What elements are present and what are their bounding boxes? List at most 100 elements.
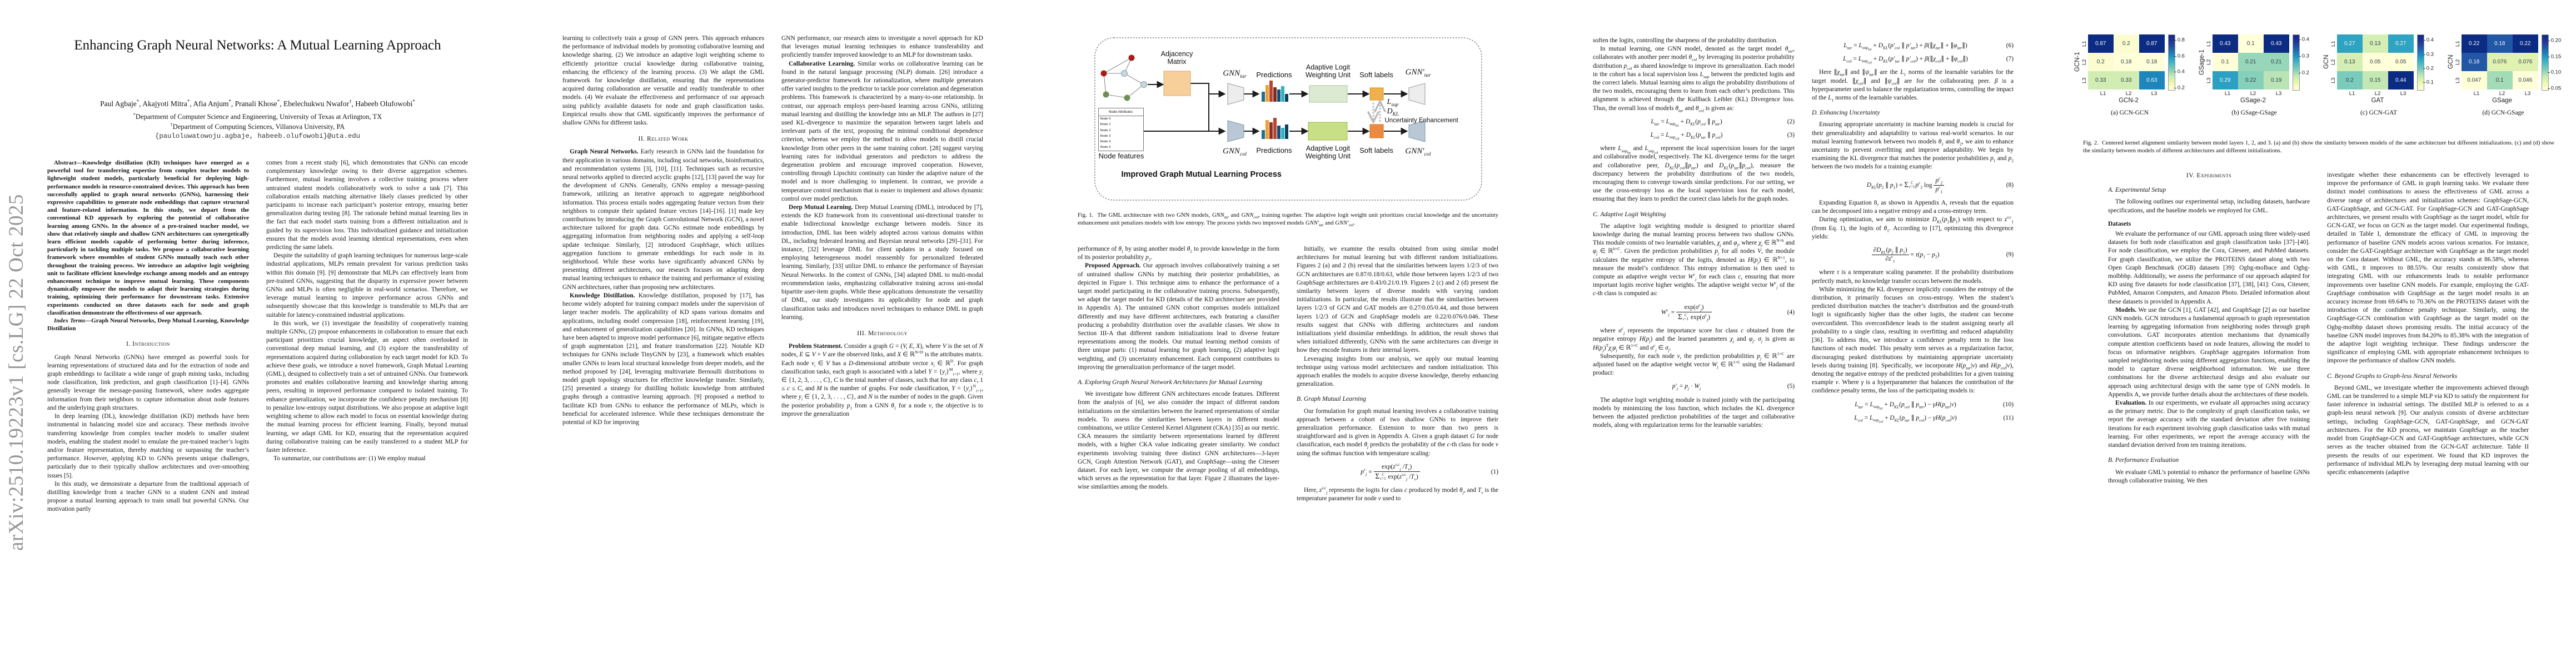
heatmap-cell: 0.2 (2336, 71, 2363, 89)
node-table-row: Node 4 (1100, 140, 1111, 144)
page1-left-column: Abstract—Knowledge distillation (KD) tec… (47, 159, 249, 605)
equation: Ltar = Lsuptar + DKL(pcol ∥ ptar) − γH(p… (1855, 401, 2014, 411)
heatmap-cell: 0.22 (2512, 34, 2538, 53)
affiliation-2: †Department of Computing Sciences, Villa… (170, 122, 345, 131)
heatmap-cell: 0.05 (2362, 53, 2388, 71)
heatmap-cell: 0.1 (2212, 53, 2238, 71)
section-heading: III. Methodology (857, 329, 908, 337)
colorbar (2168, 34, 2175, 91)
soft-labels-bottom-label: Soft labels (1359, 146, 1393, 155)
heatmap-cell: 0.18 (2113, 53, 2139, 71)
node-table-row: Node 1 (1100, 123, 1111, 127)
page5-right-column: investigate whether these enhancements c… (2327, 171, 2529, 605)
page2-right-column: GNN performance, our research aims to in… (781, 34, 983, 605)
lsup-label: Lsup (1387, 98, 1399, 107)
heatmap-cell: 0.18 (2461, 53, 2487, 71)
heatmap-cell: 0.43 (2212, 34, 2238, 53)
heatmap-cell: 0.87 (2087, 34, 2114, 53)
paragraph: In this study, we demonstrate a departur… (47, 480, 249, 513)
heatmap-cell: 0.047 (2461, 71, 2487, 89)
paragraph: where Lsuptar and Lsupcol represent the … (1593, 145, 1795, 203)
adjacency-matrix-box (1163, 71, 1190, 96)
paragraph: While minimizing the KL divergence impli… (1812, 286, 2014, 395)
gnn-col-out-trapezoid (1408, 120, 1425, 142)
gnn-tar-trapezoid (1227, 83, 1244, 105)
colorbar (2416, 34, 2424, 91)
paragraph: Here ∥χtar∥ and ∥ψtar∥ are the L1 norms … (1812, 69, 2014, 103)
colorbar-tick (2174, 40, 2176, 41)
heatmap-cell: 0.076 (2512, 53, 2538, 71)
paragraph: Here, zv,cj represents the logits for cl… (1297, 485, 1498, 502)
process-label: Improved Graph Mutual Learning Process (1121, 170, 1282, 179)
figure-1-shapes (1094, 37, 1482, 201)
paragraph: Graph Neural Networks. Early research in… (562, 148, 764, 291)
heatmap-subcaption: (c) GCN-GAT (2360, 109, 2398, 116)
heatmap-ytick: L3 (2205, 77, 2212, 83)
paragraph: investigate whether these enhancements c… (2327, 172, 2529, 365)
heatmap-xlabel: GAT (2371, 97, 2384, 104)
paragraph: Index Terms—Graph Neural Networks, Deep … (47, 317, 249, 332)
figure-2-caption: Fig. 2. Centered kernel alignment simila… (2083, 140, 2554, 154)
page4-left-column: soften the logits, controlling the sharp… (1593, 37, 1795, 605)
soft-labels-box-top (1369, 87, 1383, 101)
heatmap-cell: 0.05 (2388, 53, 2414, 71)
alw-box-bottom (1308, 122, 1347, 141)
flow-lines (1143, 81, 1408, 135)
node-table-row: Node 5 (1100, 146, 1111, 150)
heatmap-cell: 0.2 (2113, 34, 2139, 53)
paragraph: Initially, we examine the results obtain… (1297, 246, 1498, 354)
gnn-col-trapezoid (1227, 120, 1244, 142)
dashed-border (1094, 37, 1482, 201)
heatmap-xlabel: GSage (2492, 97, 2512, 104)
node-table-row: Node 0 (1100, 117, 1111, 121)
heatmap-ytick: L1 (2205, 41, 2212, 47)
heatmap-cell: 0.63 (2139, 71, 2165, 89)
colorbar-tick-label: 0.20 (2550, 37, 2562, 44)
alw-box-top (1309, 85, 1347, 103)
heatmap-cell: 0.21 (2238, 53, 2264, 71)
page3-right-column: Initially, we examine the results obtain… (1297, 245, 1498, 605)
heatmap-ytick: L1 (2454, 41, 2461, 47)
paragraph: Models. We use the GCN [1], GAT [42], an… (2108, 306, 2310, 398)
heatmap-cell: 0.33 (2087, 71, 2114, 89)
page3-left-column: performance of θ1 by using another model… (1078, 245, 1279, 605)
heatmap-xtick: L3 (2151, 91, 2158, 97)
heatmap-subcaption: (b) GSage-GSage (2231, 109, 2277, 116)
heatmap-ytick: L3 (2454, 77, 2461, 83)
heatmap-xlabel: GCN-2 (2119, 97, 2139, 104)
paragraph: Despite the suitability of graph learnin… (266, 252, 468, 318)
soft-labels-top-label: Soft labels (1359, 71, 1393, 79)
paragraph: The adaptive logit weighting module is t… (1593, 396, 1795, 429)
heatmap-cell: 0.22 (2461, 34, 2487, 53)
equation: p′j = pj · Wj(5) (1672, 383, 1795, 391)
paragraph: To summarize, our contributions are: (1)… (273, 455, 426, 462)
paragraph: We evaluate GML’s potential to enhance t… (2108, 469, 2310, 484)
heatmap-cell: 0.13 (2336, 53, 2363, 71)
heatmap-ylabel: GCN (2323, 54, 2330, 69)
heatmap-cell: 0.44 (2388, 71, 2414, 89)
page-4: soften the logits, controlling the sharp… (1546, 0, 2061, 667)
paragraph: Graph Neural Networks (GNNs) have emerge… (47, 354, 249, 411)
subsection-heading: A. Exploring Graph Neural Network Archit… (1078, 379, 1263, 386)
heatmap-cell: 0.29 (2212, 71, 2238, 89)
paragraph: We investigate how different GNN archite… (1078, 391, 1279, 491)
paragraph: Subsequently, for each node v, the predi… (1593, 351, 1795, 377)
heatmap-xlabel: GSage-2 (2240, 97, 2266, 104)
heatmap-cell: 0.15 (2362, 71, 2388, 89)
heatmap-xtick: L1 (2100, 91, 2106, 97)
subsection-heading: A. Experimental Setup (2108, 186, 2166, 194)
paragraph: GNN performance, our research aims to in… (781, 35, 983, 59)
paragraph: where σcj represents the importance scor… (1593, 326, 1795, 352)
paragraph: Expanding Equation 8, as shown in Append… (1812, 200, 2014, 215)
heatmap-subcaption: (a) GCN-GCN (2110, 109, 2149, 116)
colorbar-tick (2298, 56, 2301, 57)
